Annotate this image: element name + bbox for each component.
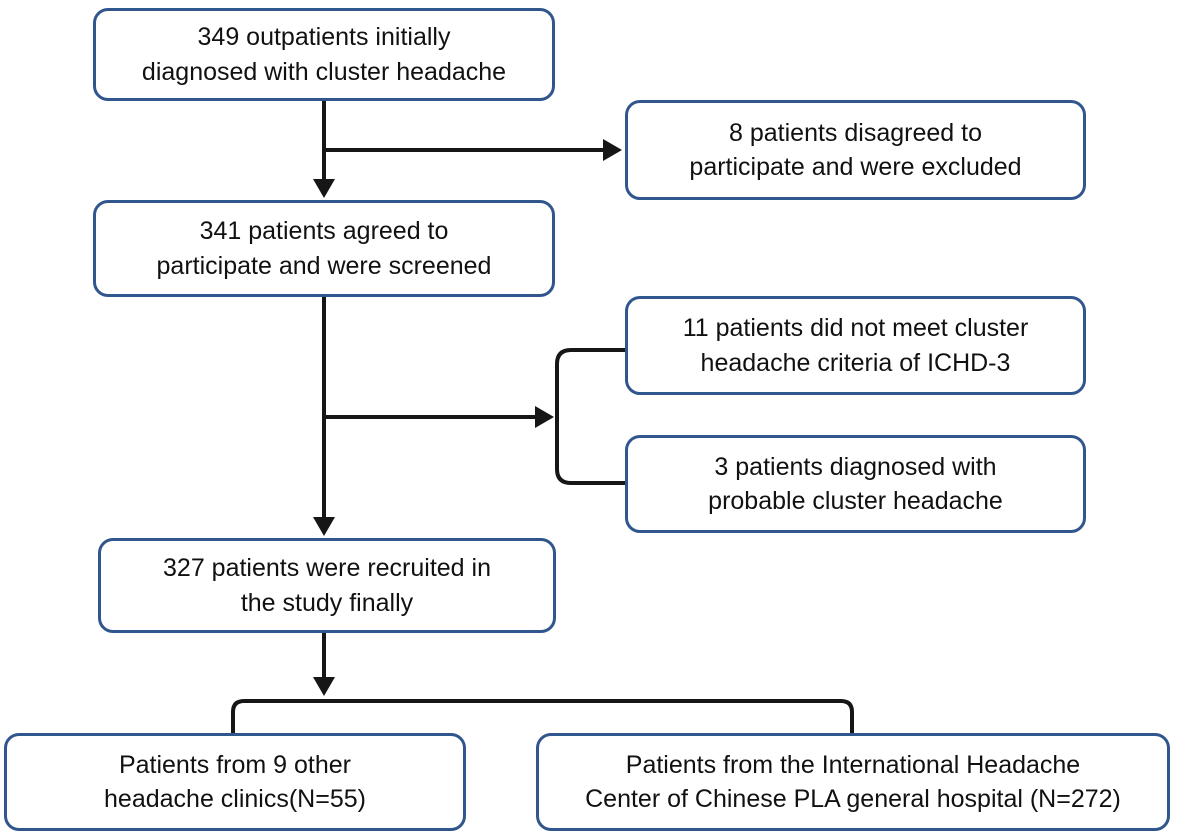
edge-349-to-341-arrow (313, 101, 335, 198)
node-ihc-pla-hospital: Patients from the International Headache… (536, 733, 1170, 831)
edge-341-to-exclusions-arrow (322, 406, 554, 428)
node-11-not-meet-ichd3: 11 patients did not meet cluster headach… (625, 296, 1086, 395)
edge-341-to-327-arrow (313, 297, 335, 536)
node-3-probable: 3 patients diagnosed with probable clust… (625, 435, 1086, 533)
node-other-clinics: Patients from 9 other headache clinics(N… (4, 733, 466, 831)
node-8-excluded: 8 patients disagreed to participate and … (625, 100, 1086, 200)
edge-327-down-arrow (313, 633, 335, 696)
node-327-recruited: 327 patients were recruited in the study… (98, 538, 556, 633)
node-341-screened: 341 patients agreed to participate and w… (93, 200, 555, 297)
edge-349-to-excluded-arrow (322, 139, 622, 161)
exclusions-bracket (555, 348, 625, 485)
split-bracket (231, 699, 854, 733)
node-349-outpatients: 349 outpatients initially diagnosed with… (93, 8, 555, 101)
